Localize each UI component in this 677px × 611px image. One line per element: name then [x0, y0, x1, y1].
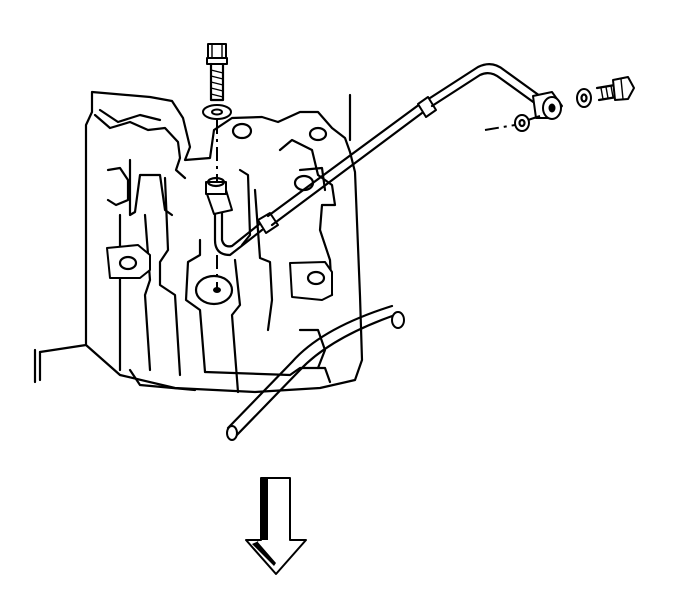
bracket-outline	[38, 90, 364, 394]
vertical-bolt	[206, 43, 228, 102]
upper-tube	[213, 63, 542, 257]
vertical-washer	[202, 104, 232, 120]
rod-end-fitting	[205, 176, 233, 215]
right-bolt	[595, 76, 635, 102]
right-fitting	[532, 91, 563, 120]
panel-hole-right	[308, 126, 328, 142]
right-tab	[289, 261, 333, 301]
lower-hose	[226, 304, 405, 441]
arrow-down-icon	[245, 477, 307, 575]
left-tab	[106, 244, 151, 279]
panel-hole-top	[231, 122, 253, 140]
alignment-line-right	[484, 115, 541, 131]
bracket-panel	[38, 90, 364, 394]
mount-hole	[194, 274, 234, 306]
right-washers	[514, 88, 592, 132]
